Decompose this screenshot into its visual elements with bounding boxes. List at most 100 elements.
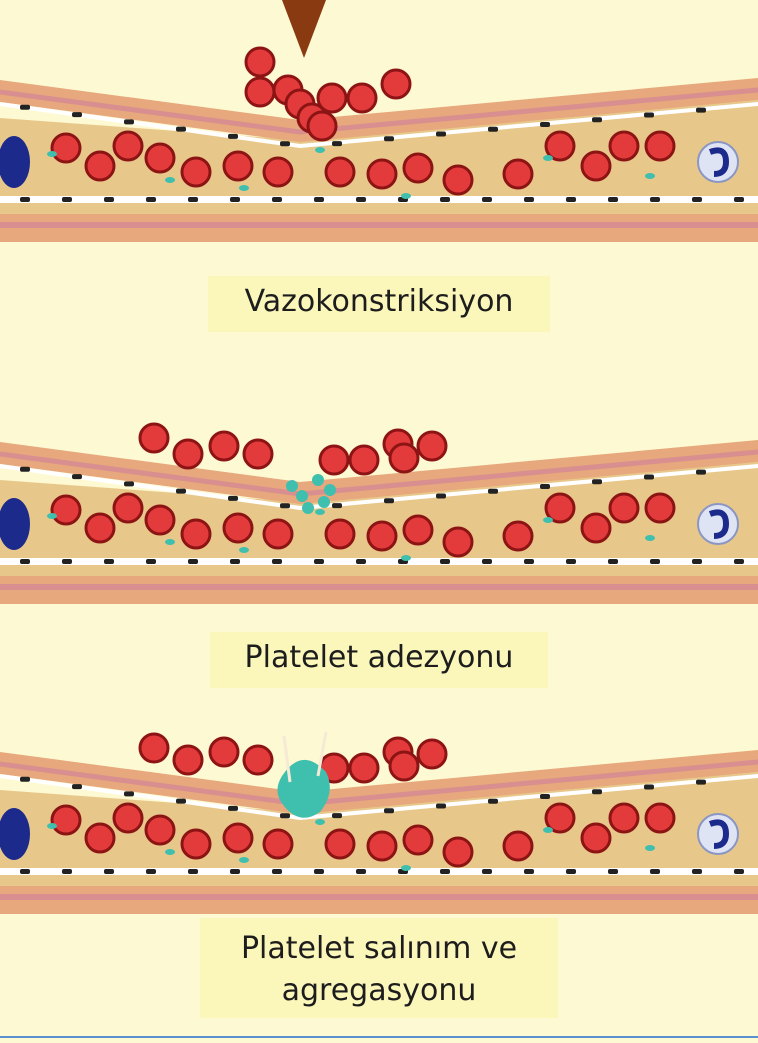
- vessel-panel-1: [0, 78, 758, 242]
- endothelial-nucleus: [734, 869, 744, 874]
- red-blood-cell-icon: [404, 154, 432, 182]
- red-blood-cell-icon: [182, 158, 210, 186]
- endothelial-nucleus: [62, 869, 72, 874]
- red-blood-cell-icon: [140, 734, 168, 762]
- endothelial-nucleus: [230, 197, 240, 202]
- red-blood-cell-icon: [504, 160, 532, 188]
- red-blood-cell-icon: [86, 152, 114, 180]
- red-blood-cell-icon: [224, 514, 252, 542]
- red-blood-cell-icon: [582, 152, 610, 180]
- endothelial-nucleus: [440, 559, 450, 564]
- caption-text: Platelet adezyonu: [245, 640, 514, 675]
- endothelial-nucleus: [436, 494, 446, 499]
- endothelial-nucleus: [734, 197, 744, 202]
- red-blood-cell-icon: [610, 804, 638, 832]
- platelet-icon: [543, 155, 553, 161]
- endothelial-nucleus: [650, 559, 660, 564]
- platelet-icon: [315, 819, 325, 825]
- endothelial-nucleus: [188, 559, 198, 564]
- platelet-icon: [239, 547, 249, 553]
- red-blood-cell-icon: [646, 804, 674, 832]
- endothelial-nucleus: [692, 559, 702, 564]
- endothelial-nucleus: [608, 197, 618, 202]
- endothelial-nucleus: [592, 117, 602, 122]
- endothelial-nucleus: [440, 869, 450, 874]
- endothelial-nucleus: [440, 197, 450, 202]
- vessel-panel-2: [0, 440, 758, 604]
- caption-text: Vazokonstriksiyon: [245, 284, 514, 319]
- endothelial-nucleus: [650, 197, 660, 202]
- endothelial-nucleus: [524, 559, 534, 564]
- endothelial-nucleus: [20, 869, 30, 874]
- endothelial-nucleus: [644, 112, 654, 117]
- platelet-icon: [302, 502, 314, 514]
- platelet-icon: [47, 151, 57, 157]
- platelet-icon: [318, 496, 330, 508]
- red-blood-cell-icon: [86, 514, 114, 542]
- platelet-icon: [543, 517, 553, 523]
- endothelial-nucleus: [72, 474, 82, 479]
- endothelial-nucleus: [488, 127, 498, 132]
- red-blood-cell-icon: [174, 440, 202, 468]
- vessel-panel-3: [0, 750, 758, 914]
- red-blood-cell-icon: [326, 520, 354, 548]
- red-blood-cell-icon: [224, 152, 252, 180]
- endothelial-nucleus: [696, 470, 706, 475]
- red-blood-cell-icon: [210, 432, 238, 460]
- red-blood-cell-icon: [504, 522, 532, 550]
- endothelial-nucleus: [592, 479, 602, 484]
- red-blood-cell-icon: [418, 740, 446, 768]
- platelet-icon: [239, 185, 249, 191]
- endothelial-nucleus: [314, 559, 324, 564]
- endothelial-nucleus: [228, 496, 238, 501]
- endothelial-nucleus: [280, 141, 290, 146]
- red-blood-cell-icon: [52, 134, 80, 162]
- platelet-icon: [645, 845, 655, 851]
- platelet-icon: [286, 480, 298, 492]
- red-blood-cell-icon: [348, 84, 376, 112]
- red-blood-cell-icon: [246, 78, 274, 106]
- bottom-divider: [0, 1036, 758, 1038]
- endothelial-nucleus: [692, 197, 702, 202]
- platelet-icon: [165, 849, 175, 855]
- endothelial-nucleus: [280, 813, 290, 818]
- endothelial-nucleus: [20, 197, 30, 202]
- endothelial-nucleus: [146, 559, 156, 564]
- red-blood-cell-icon: [244, 746, 272, 774]
- platelet-icon: [401, 193, 411, 199]
- endothelial-nucleus: [488, 799, 498, 804]
- platelet-icon: [401, 865, 411, 871]
- endothelial-nucleus: [332, 813, 342, 818]
- endothelial-nucleus: [20, 559, 30, 564]
- red-blood-cell-icon: [646, 132, 674, 160]
- endothelial-nucleus: [176, 489, 186, 494]
- endothelial-nucleus: [482, 869, 492, 874]
- endothelial-nucleus: [20, 105, 30, 110]
- caption-platelet-adhesion: Platelet adezyonu: [210, 632, 548, 688]
- endothelial-nucleus: [230, 559, 240, 564]
- needle-icon: [282, 0, 326, 58]
- red-blood-cell-icon: [368, 522, 396, 550]
- endothelial-nucleus: [436, 804, 446, 809]
- endothelial-nucleus: [734, 559, 744, 564]
- platelet-icon: [401, 555, 411, 561]
- endothelial-nucleus: [228, 806, 238, 811]
- red-blood-cell-icon: [368, 832, 396, 860]
- platelet-icon: [239, 857, 249, 863]
- endothelial-nucleus: [384, 136, 394, 141]
- platelet-icon: [645, 535, 655, 541]
- endothelial-nucleus: [566, 869, 576, 874]
- platelet-icon: [165, 177, 175, 183]
- endothelial-nucleus: [280, 503, 290, 508]
- endothelial-nucleus: [384, 808, 394, 813]
- platelet-icon: [315, 147, 325, 153]
- red-blood-cell-icon: [382, 70, 410, 98]
- red-blood-cell-icon: [326, 830, 354, 858]
- endothelial-nucleus: [540, 484, 550, 489]
- endothelial-nucleus: [104, 559, 114, 564]
- endothelial-nucleus: [62, 559, 72, 564]
- endothelial-nucleus: [176, 127, 186, 132]
- red-blood-cell-icon: [140, 424, 168, 452]
- red-blood-cell-icon: [404, 826, 432, 854]
